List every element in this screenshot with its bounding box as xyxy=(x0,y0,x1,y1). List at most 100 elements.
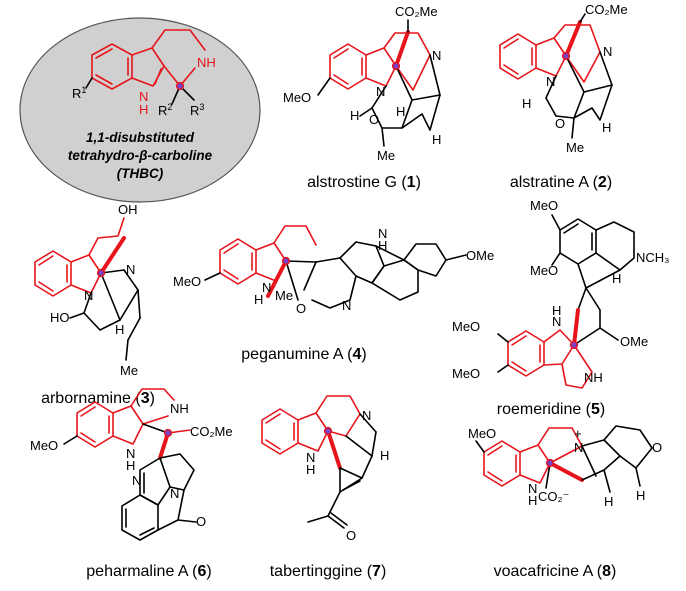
compound-8-caption: voacafricine A (8) xyxy=(494,563,617,580)
compound-2-structure xyxy=(499,13,613,139)
compound-1-n-amine: N xyxy=(432,48,441,63)
compound-8-o: O xyxy=(652,440,662,455)
compound-4-meo: MeO xyxy=(173,274,201,289)
compound-4-n-amide: N xyxy=(342,298,351,313)
compound-7-o: O xyxy=(346,528,356,543)
compound-1-h1: H xyxy=(350,108,359,123)
compound-8-h-indole: H xyxy=(528,493,537,508)
compound-8-h2: H xyxy=(636,488,645,503)
compound-7: N N H H O tabertinggine (7) xyxy=(261,395,389,580)
compound-1-o: O xyxy=(369,112,379,127)
compound-4-n-indole2: N xyxy=(378,226,387,241)
compound-1-meo: MeO xyxy=(283,90,311,105)
compound-3-structure xyxy=(34,217,141,361)
compound-7-h: H xyxy=(380,448,389,463)
compound-7-h-indole: H xyxy=(306,462,315,477)
compound-1-me: Me xyxy=(377,148,395,163)
compound-4-structure xyxy=(204,225,467,309)
compound-3-oh: OH xyxy=(118,202,138,217)
compound-1-h2: H xyxy=(396,104,405,119)
compound-7-n-amine: N xyxy=(362,408,371,423)
compound-4-h: H xyxy=(254,292,263,307)
compound-1: CO₂Me N N MeO O H H H Me alstrostine G (… xyxy=(283,4,441,191)
compound-3-h: H xyxy=(115,322,124,337)
compound-5-meo1: MeO xyxy=(530,198,558,213)
compound-4-h-indole2: H xyxy=(378,238,387,253)
compound-3-me: Me xyxy=(120,363,138,378)
compound-7-structure xyxy=(261,395,377,529)
compound-2-me: Me xyxy=(566,140,584,155)
compound-1-n-indole: N xyxy=(376,84,385,99)
compound-1-caption: alstrostine G (1) xyxy=(307,174,421,191)
scaffold-r3-label: R3 xyxy=(190,102,204,118)
compound-4-ome: OMe xyxy=(466,248,494,263)
compound-5-h-indole: H xyxy=(552,303,561,318)
compound-6-meo: MeO xyxy=(30,438,58,453)
compound-6-nh: NH xyxy=(170,401,189,416)
compound-6-n3: N xyxy=(170,486,179,501)
compound-4-me: Me xyxy=(275,288,293,303)
compound-2-n-indole: N xyxy=(546,74,555,89)
compound-5-nch3: NCH₃ xyxy=(636,250,669,265)
compound-6-n2: N xyxy=(132,473,141,488)
compound-1-h3: H xyxy=(432,132,441,147)
stereocenter-dot xyxy=(175,81,185,91)
scaffold-ellipse xyxy=(19,17,261,203)
compound-2: CO₂Me N N H O H Me alstratine A (2) xyxy=(499,2,628,191)
compound-8-meo: MeO xyxy=(468,426,496,441)
compound-8-plus: + xyxy=(574,426,582,441)
compound-5-n: N xyxy=(552,314,561,329)
compound-5-h: H xyxy=(612,271,621,286)
compound-2-o: O xyxy=(555,116,565,131)
compound-8-h1: H xyxy=(604,494,613,509)
compound-2-co2me: CO₂Me xyxy=(585,2,628,17)
thbc-scaffold-panel: NH N H R1 R2 R3 1,1-disubstituted tetrah… xyxy=(19,17,261,203)
compound-5-nh: NH xyxy=(584,370,603,385)
compound-3-n-indole: N xyxy=(84,288,93,303)
compound-3-ho: HO xyxy=(50,310,70,325)
compound-2-caption: alstratine A (2) xyxy=(510,174,612,191)
compound-5-meo4: MeO xyxy=(452,366,480,381)
compound-6: NH MeO N H CO₂Me N N O peharmaline A (6) xyxy=(30,388,233,580)
scaffold-r2-label: R2 xyxy=(158,102,172,118)
compound-6-co2me: CO₂Me xyxy=(190,424,233,439)
compound-1-co2me: CO₂Me xyxy=(395,4,438,19)
compound-6-caption: peharmaline A (6) xyxy=(86,563,211,580)
compound-2-h1: H xyxy=(522,96,531,111)
compound-6-n: N xyxy=(126,446,135,461)
compound-5: MeO MeO NCH₃ H MeO MeO N H NH OMe roemer… xyxy=(452,198,669,418)
compound-4-caption: peganumine A (4) xyxy=(241,346,366,363)
scaffold-title-line-3: (THBC) xyxy=(117,166,164,181)
compound-6-o: O xyxy=(196,514,206,529)
compound-1-structure xyxy=(317,19,441,147)
scaffold-nh-label: NH xyxy=(197,55,216,70)
compound-8-co2: CO₂⁻ xyxy=(538,489,569,504)
compound-5-structure xyxy=(497,214,635,389)
compound-7-caption: tabertinggine (7) xyxy=(270,563,387,580)
compound-5-meo3: MeO xyxy=(452,319,480,334)
compound-8-n-indole: N xyxy=(528,481,537,496)
compound-8-structure xyxy=(475,425,653,493)
compound-3: OH N N HO H Me arbornamine (3) xyxy=(34,202,155,407)
compound-2-n-amine: N xyxy=(603,44,612,59)
compound-7-n-indole: N xyxy=(306,450,315,465)
scaffold-title-line-1: 1,1-disubstituted xyxy=(86,130,195,145)
scaffold-structure xyxy=(85,29,206,105)
compound-6-h: H xyxy=(126,458,135,473)
compound-2-h2: H xyxy=(602,120,611,135)
compound-8-n-plus: N xyxy=(574,440,583,455)
compound-4: MeO N H Me O N N H OMe peganumine A (4) xyxy=(173,225,494,363)
scaffold-r1-label: R1 xyxy=(72,85,86,101)
compound-6-structure xyxy=(63,388,197,541)
compound-4-n: N xyxy=(262,280,271,295)
compound-5-ome: OMe xyxy=(620,334,648,349)
compound-8: MeO N + N H CO₂⁻ O H H voacafricine A (8… xyxy=(468,425,662,580)
scaffold-title-line-2: tetrahydro-β-carboline xyxy=(68,148,213,163)
compound-4-o: O xyxy=(296,301,306,316)
compound-5-meo2: MeO xyxy=(530,263,558,278)
compound-3-n-amine: N xyxy=(126,262,135,277)
compound-5-caption: roemeridine (5) xyxy=(497,401,606,418)
scaffold-h-label: H xyxy=(139,102,148,117)
scaffold-n-label: N xyxy=(139,89,148,104)
